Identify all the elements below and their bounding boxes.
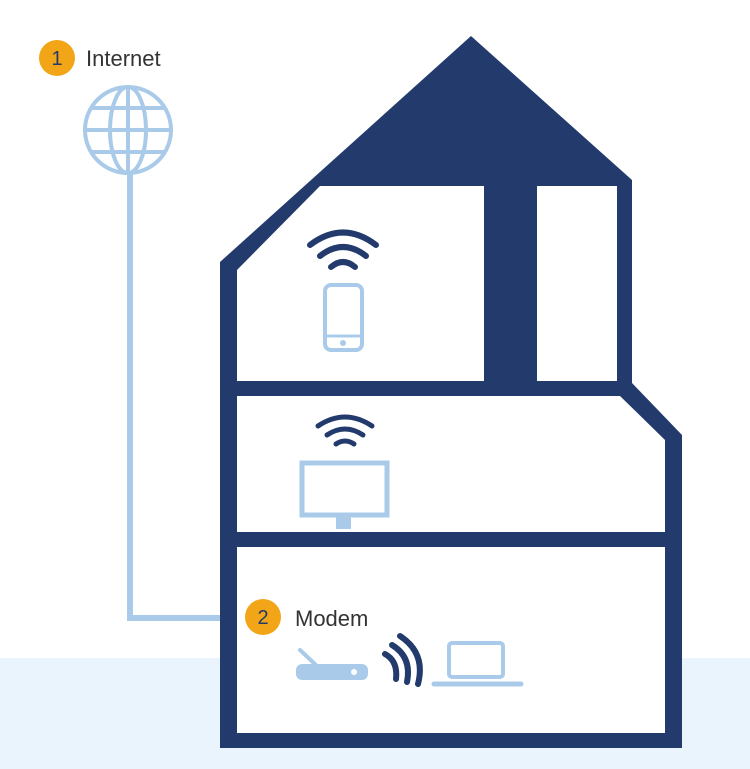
step-1-badge (39, 40, 75, 76)
step-1: 1 Internet (39, 40, 161, 76)
room-attic-left (237, 186, 484, 381)
room-ground-floor (237, 547, 665, 733)
monitor-icon (299, 460, 390, 529)
router-icon (296, 648, 368, 680)
step-2-badge (245, 599, 281, 635)
wifi-icon (307, 229, 379, 270)
wifi-icon (382, 633, 423, 687)
room-attic-right (537, 186, 617, 381)
step-1-number: 1 (51, 48, 62, 70)
step-2-label: Modem (295, 606, 368, 631)
step-2-number: 2 (257, 607, 268, 629)
smartphone-icon (323, 283, 364, 352)
step-2: 2 Modem (245, 599, 368, 635)
wifi-icon (315, 414, 375, 447)
internet-cable (127, 172, 228, 621)
laptop-icon (431, 641, 524, 687)
step-1-label: Internet (86, 46, 161, 71)
globe-icon (83, 85, 173, 175)
